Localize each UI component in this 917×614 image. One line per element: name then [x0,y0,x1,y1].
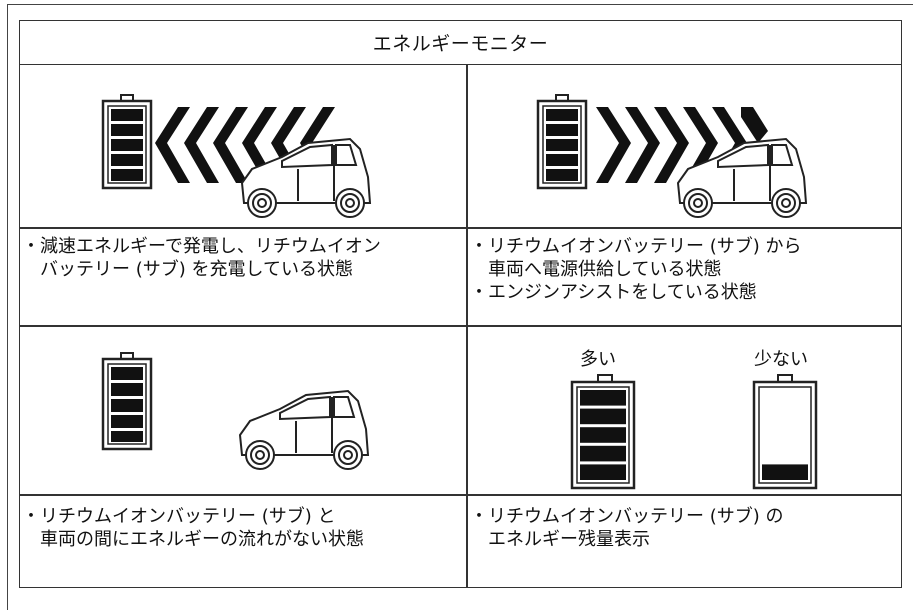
battery-level-segment [580,464,626,480]
energy-monitor-table: エネルギーモニター [19,20,902,588]
charging-diagram [101,94,372,218]
caption-line: 車両の間にエネルギーの流れがない状態 [40,529,364,550]
remaining-energy-caption: リチウムイオンバッテリー (サブ) の エネルギー残量表示 [470,505,783,551]
supplying-illustration [468,65,901,227]
no-flow-caption: リチウムイオンバッテリー (サブ) と 車両の間にエネルギーの流れがない状態 [22,505,364,551]
caption-line: 減速エネルギーで発電し、リチウムイオン [22,235,381,258]
supplying-caption: リチウムイオンバッテリー (サブ) から 車両へ電源供給している状態 エンジンア… [470,235,802,304]
battery-low-icon [752,374,818,490]
battery-full-icon [101,94,153,190]
battery-level-segment [580,445,626,462]
caption-line: エンジンアシストをしている状態 [470,281,802,304]
battery-level-segment [580,427,626,443]
table-title: エネルギーモニター [20,21,901,65]
caption-line: エネルギー残量表示 [488,529,650,550]
battery-level-diagram [570,374,818,490]
remaining-energy-illustration: 多い 少ない [468,327,901,494]
level-high-label: 多い [580,349,616,370]
battery-full-icon [536,94,588,190]
caption-line: リチウムイオンバッテリー (サブ) と [22,505,364,528]
level-low-label: 少ない [754,349,808,370]
caption-line: リチウムイオンバッテリー (サブ) の [470,505,783,528]
charging-illustration [20,65,466,227]
caption-line: 車両へ電源供給している状態 [488,259,722,280]
row-divider [20,227,901,229]
no-flow-diagram [101,352,370,470]
no-flow-illustration [20,327,466,494]
page-frame [7,4,913,610]
battery-level-segment [762,464,808,480]
row-divider [20,494,901,496]
caption-line: バッテリー (サブ) を充電している状態 [40,259,353,280]
car-icon [238,389,370,470]
row-divider [20,325,901,327]
battery-high-icon [570,374,636,490]
car-icon [676,137,808,218]
battery-full-icon [101,352,153,451]
battery-level-segment [580,390,626,406]
charging-caption: 減速エネルギーで発電し、リチウムイオン バッテリー (サブ) を充電している状態 [22,235,381,281]
supplying-diagram [536,94,808,218]
battery-level-segment [580,408,626,425]
caption-line: リチウムイオンバッテリー (サブ) から [470,235,801,258]
car-icon [240,137,372,218]
